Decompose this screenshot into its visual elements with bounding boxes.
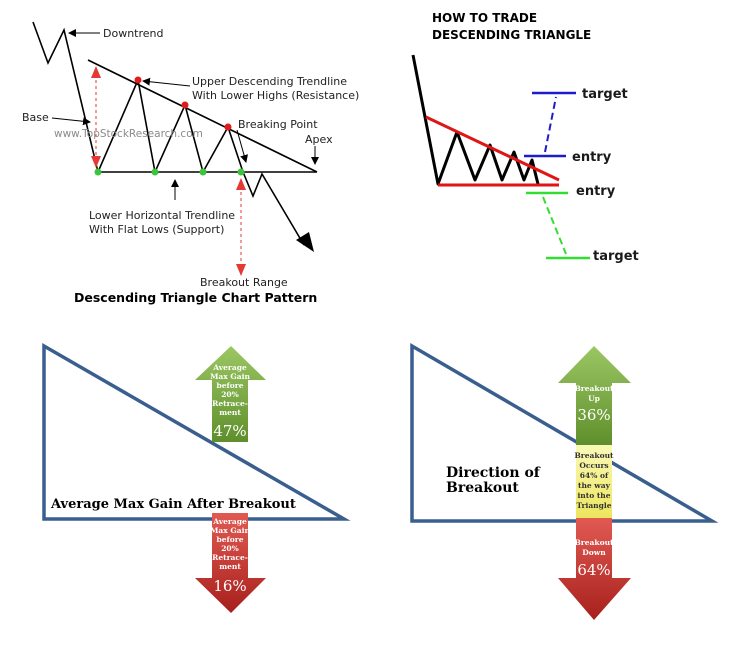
trade-upper-trendline: [425, 115, 560, 182]
gain-up-line-3: 20%: [221, 390, 239, 399]
base-guide-arrowhead-up: [91, 66, 101, 78]
direction-label-1: Direction of: [446, 465, 541, 481]
pattern-panel: Downtrend Upper Descending Trendline Wit…: [22, 21, 359, 305]
gain-triangle: [42, 342, 351, 521]
target-up-label: target: [582, 87, 628, 102]
entry-down-label: entry: [576, 184, 616, 199]
gain-up-line-5: ment: [219, 408, 241, 417]
direction-down-line-0: Breakout: [574, 538, 614, 547]
direction-mid-line-0: Breakout: [574, 451, 614, 460]
down-move-dashed: [542, 196, 567, 255]
direction-middle-band: [576, 445, 612, 518]
gain-down-line-0: Average: [212, 517, 247, 526]
direction-down-arrow: [558, 518, 631, 620]
low-dot: [199, 168, 207, 176]
gain-down-line-2: before: [217, 535, 244, 544]
pattern-caption: Descending Triangle Chart Pattern: [74, 290, 317, 305]
gain-down-line-1: Max Gain: [210, 526, 250, 535]
direction-down-value: 64%: [577, 561, 610, 579]
direction-up-value: 36%: [577, 406, 610, 424]
gain-up-line-1: Max Gain: [210, 372, 250, 381]
entry-up-label: entry: [572, 150, 612, 165]
gain-down-line-3: 20%: [221, 544, 239, 553]
direction-triangle: [410, 342, 719, 523]
upper-trendline-label-2: With Lower Highs (Resistance): [192, 89, 359, 102]
up-move-dashed: [544, 96, 557, 153]
gain-up-arrow-text: Average Max Gain before 20% Retrace- men…: [210, 363, 250, 440]
breakout-range-arrowhead-up: [236, 178, 246, 190]
upper-trendline-label-1: Upper Descending Trendline: [192, 75, 347, 88]
base-pointer: [51, 117, 91, 126]
trade-panel: HOW TO TRADE DESCENDING TRIANGLE target …: [411, 11, 639, 264]
lower-trendline-label-2: With Flat Lows (Support): [89, 223, 224, 236]
direction-label-2: Breakout: [446, 480, 519, 496]
direction-up-line-0: Breakout: [574, 384, 614, 393]
upper-trendline: [87, 59, 318, 173]
direction-mid-line-4: into the: [577, 491, 610, 500]
apex-label: Apex: [305, 133, 333, 146]
breaking-point-label: Breaking Point: [238, 118, 318, 131]
direction-down-text: Breakout Down 64%: [574, 538, 614, 579]
gain-down-arrow: [195, 513, 266, 613]
direction-panel: Direction of Breakout Breakout Up 36% Br…: [410, 342, 719, 620]
direction-up-arrow: [558, 346, 631, 445]
breaking-point-pointer: [236, 129, 248, 163]
trade-title-1: HOW TO TRADE: [432, 11, 537, 25]
gain-up-value: 47%: [213, 422, 246, 440]
upper-trendline-pointer: [142, 77, 191, 87]
direction-up-text: Breakout Up 36%: [574, 384, 614, 424]
gain-down-line-5: ment: [219, 562, 241, 571]
low-dot: [237, 168, 245, 176]
breakdown-arrowhead: [296, 232, 314, 252]
trade-title-2: DESCENDING TRIANGLE: [432, 28, 591, 42]
base-guide-arrowhead-down: [91, 156, 101, 168]
direction-mid-line-2: 64% of: [580, 471, 609, 480]
breakout-range-label: Breakout Range: [200, 276, 288, 289]
direction-down-line-1: Down: [582, 548, 606, 557]
gain-up-line-2: before: [217, 381, 244, 390]
gain-label: Average Max Gain After Breakout: [50, 497, 296, 512]
direction-mid-line-5: Triangle: [576, 501, 611, 510]
gain-down-value: 16%: [213, 577, 246, 595]
low-dot: [151, 168, 159, 176]
breakout-range-arrowhead-down: [236, 264, 246, 276]
lower-trendline-label-1: Lower Horizontal Trendline: [89, 209, 235, 222]
direction-mid-line-1: Occurs: [579, 461, 608, 470]
gain-up-line-0: Average: [212, 363, 247, 372]
peak-dot: [181, 101, 189, 109]
target-down-label: target: [593, 249, 639, 264]
base-label: Base: [22, 111, 49, 124]
peak-dot: [134, 76, 142, 84]
low-dot: [94, 168, 102, 176]
gain-down-line-4: Retrace-: [212, 553, 248, 562]
peak-dot: [224, 123, 232, 131]
direction-mid-line-3: the way: [578, 481, 611, 490]
watermark: www.TopStockResearch.com: [54, 128, 203, 140]
gain-up-arrow: [195, 346, 266, 442]
gain-up-line-4: Retrace-: [212, 399, 248, 408]
downtrend-label: Downtrend: [103, 27, 163, 40]
direction-up-line-1: Up: [588, 394, 600, 403]
direction-middle-text: Breakout Occurs 64% of the way into the …: [574, 451, 614, 510]
trade-price-path: [411, 54, 540, 186]
gain-down-arrow-text: Average Max Gain before 20% Retrace- men…: [210, 517, 250, 595]
gain-panel: Average Max Gain After Breakout Average …: [42, 342, 351, 613]
